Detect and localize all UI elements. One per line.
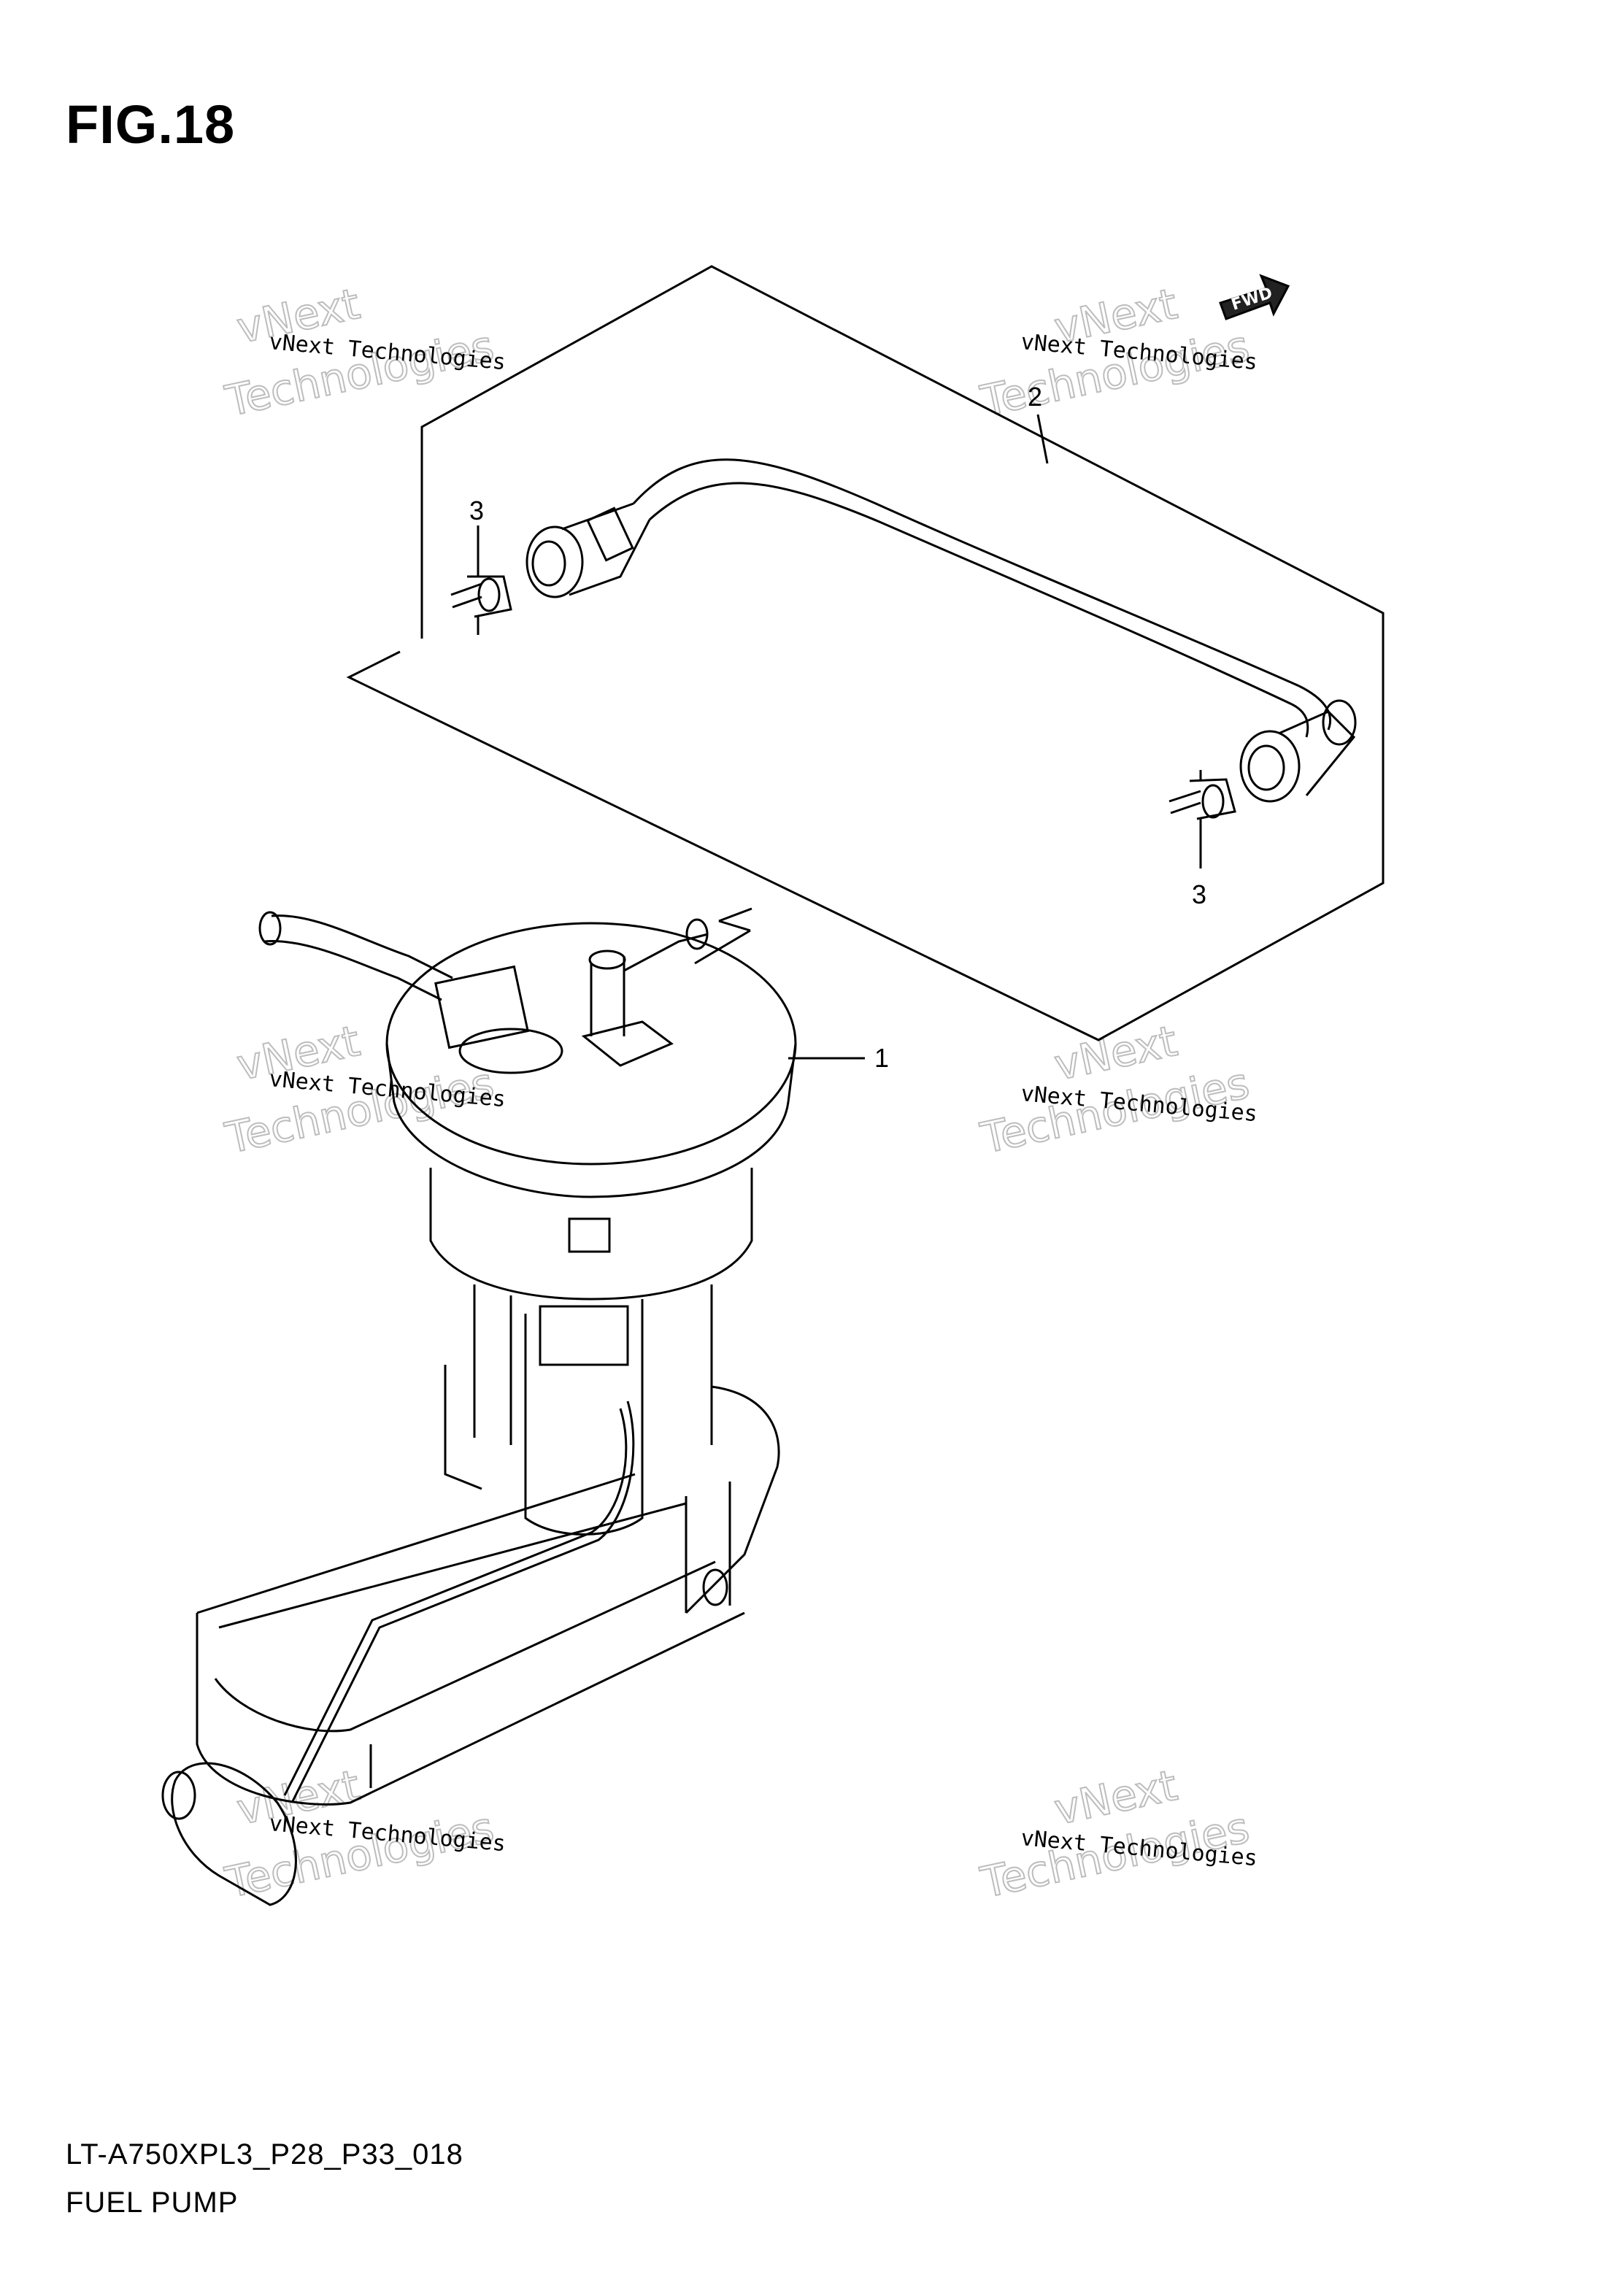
leader-2 xyxy=(1036,414,1049,464)
watermark-bottom-right: vNext Technologies vNext Technologies xyxy=(976,1760,1258,1908)
callout-2: 2 xyxy=(1028,382,1042,412)
fuel-hose xyxy=(525,458,1357,803)
watermark-bottom-left: vNext Technologies vNext Technologies xyxy=(220,1760,507,1908)
leader-lines xyxy=(788,414,1049,1060)
part-name: FUEL PUMP xyxy=(66,2187,239,2219)
callout-3-bottom: 3 xyxy=(1192,879,1206,909)
watermark-mid-right: vNext Technologies vNext Technologies xyxy=(976,1015,1258,1164)
watermark-mid-left: vNext Technologies vNext Technologies xyxy=(220,1015,507,1164)
clamp-top xyxy=(450,525,512,635)
hose-kit-outline xyxy=(346,265,1385,1041)
figure-title: FIG.18 xyxy=(66,94,236,155)
model-code: LT-A750XPL3_P28_P33_018 xyxy=(66,2138,463,2170)
clamp-bottom xyxy=(1168,770,1236,868)
watermark-top-right: vNext Technologies vNext Technologies xyxy=(976,278,1258,427)
callout-1: 1 xyxy=(874,1043,889,1073)
fuel-pump-assembly xyxy=(161,911,797,1906)
fwd-arrow-icon: FWD xyxy=(1219,274,1290,320)
callout-3-top: 3 xyxy=(469,496,484,525)
